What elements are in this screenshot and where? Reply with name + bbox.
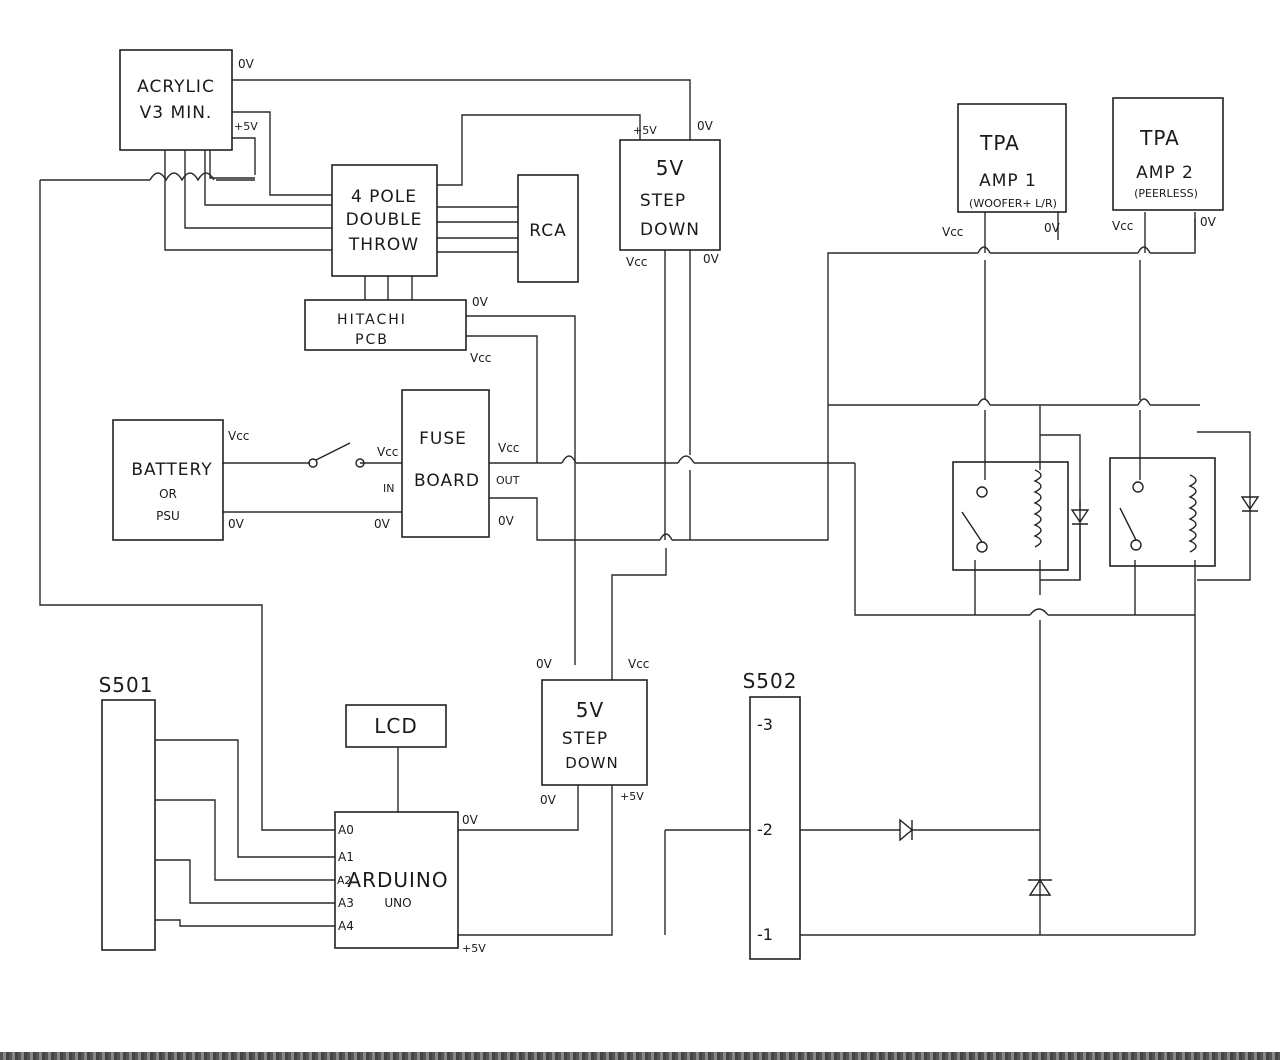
tpa1-label-3: (WOOFER+ L/R) (969, 197, 1057, 210)
battery-label-2: OR (159, 487, 177, 501)
relay-2 (1109, 457, 1260, 567)
step-down-bottom-label-3: DOWN (565, 754, 618, 772)
step-down-bottom-5v-label: +5V (620, 790, 644, 803)
four-pole-label-2: DOUBLE (346, 210, 423, 230)
tpa2-0v-label: 0V (1200, 215, 1217, 229)
step-down-bottom-0v-label: 0V (536, 657, 553, 671)
acrylic-0v-label: 0V (238, 57, 255, 71)
step-down-bottom-vcc-label: Vcc (628, 657, 649, 671)
s502-pin-1: -1 (757, 925, 773, 944)
arduino-pin-a0: A0 (338, 823, 354, 837)
power-switch (308, 442, 365, 468)
fuse-label-2: BOARD (414, 471, 480, 491)
battery-label-3: PSU (156, 509, 180, 523)
fuse-in-vcc-label: Vcc (377, 445, 398, 459)
hitachi-label-1: HITACHI (337, 312, 407, 328)
arduino-label-1: ARDUINO (347, 868, 448, 892)
fuse-out-label: OUT (496, 474, 520, 487)
step-down-bottom-label-2: STEP (562, 729, 608, 749)
tpa1-label-1: TPA (979, 131, 1020, 155)
acrylic-label-2: V3 MIN. (140, 103, 213, 123)
scan-edge (0, 1052, 1280, 1060)
hitachi-vcc-label: Vcc (470, 351, 491, 365)
step-down-top-0v-label: 0V (697, 119, 714, 133)
tpa2-label-3: (PEERLESS) (1134, 187, 1198, 200)
s502-pin-3: -3 (757, 715, 773, 734)
step-down-top-0v-label-2: 0V (703, 252, 720, 266)
arduino-pin-a2: A2 (337, 874, 352, 887)
wire-crossings (149, 172, 1151, 616)
fuse-board-block: FUSE BOARD (401, 389, 490, 538)
tpa2-label-2: AMP 2 (1136, 163, 1194, 183)
fuse-out-vcc-label: Vcc (498, 441, 519, 455)
s501-block: S501 (99, 673, 156, 951)
hitachi-0v-label: 0V (472, 295, 489, 309)
step-down-bottom-label-1: 5V (576, 698, 604, 722)
arduino-label-2: UNO (384, 896, 411, 910)
relay-1 (952, 461, 1090, 580)
arduino-pin-a1: A1 (338, 850, 354, 864)
acrylic-block: ACRYLIC V3 MIN. (119, 49, 233, 151)
battery-vcc-label: Vcc (228, 429, 249, 443)
step-down-top-block: 5V STEP DOWN (619, 139, 721, 251)
acrylic-label-1: ACRYLIC (137, 77, 215, 97)
four-pole-label-3: THROW (348, 235, 419, 255)
fuse-out-0v-label: 0V (498, 514, 515, 528)
fuse-label-1: FUSE (419, 429, 467, 449)
tpa1-vcc-label: Vcc (942, 225, 963, 239)
step-down-top-label-2: STEP (640, 191, 686, 211)
acrylic-5v-label: +5V (234, 120, 258, 133)
tpa2-vcc-label: Vcc (1112, 219, 1133, 233)
tpa1-0v-label: 0V (1044, 221, 1061, 235)
tpa-amp-1-block: TPA AMP 1 (WOOFER+ L/R) (957, 103, 1067, 213)
diode-horizontal (899, 818, 914, 842)
s501-label: S501 (99, 673, 154, 697)
s502-pin-2: -2 (757, 820, 773, 839)
tpa2-label-1: TPA (1139, 126, 1180, 150)
hitachi-label-2: PCB (355, 332, 389, 348)
diode-vertical (1028, 878, 1052, 896)
s502-block: S502 -3 -2 -1 (743, 669, 801, 960)
lcd-label: LCD (374, 714, 418, 738)
tpa1-label-2: AMP 1 (979, 171, 1037, 191)
fuse-in-label: IN (383, 482, 394, 495)
step-down-top-5v-label: +5V (633, 124, 657, 137)
rca-block: RCA (517, 174, 579, 283)
step-down-top-label-3: DOWN (640, 220, 700, 240)
s502-label: S502 (743, 669, 798, 693)
step-down-top-vcc-label: Vcc (626, 255, 647, 269)
arduino-block: ARDUINO UNO A0 A1 A2 A3 A4 (334, 811, 459, 949)
battery-label-1: BATTERY (131, 460, 212, 480)
battery-0v-label: 0V (228, 517, 245, 531)
arduino-pin-a3: A3 (338, 896, 354, 910)
step-down-top-label-1: 5V (656, 156, 684, 180)
rca-label: RCA (529, 221, 566, 241)
four-pole-label-1: 4 POLE (351, 187, 417, 207)
step-down-bottom-0v-label-2: 0V (540, 793, 557, 807)
fuse-in-0v-label: 0V (374, 517, 391, 531)
hitachi-pcb-block: HITACHI PCB (304, 299, 467, 351)
step-down-bottom-block: 5V STEP DOWN (541, 679, 648, 786)
four-pole-switch-block: 4 POLE DOUBLE THROW (331, 164, 438, 277)
lcd-block: LCD (345, 704, 447, 748)
tpa-amp-2-block: TPA AMP 2 (PEERLESS) (1112, 97, 1224, 211)
arduino-pin-a4: A4 (338, 919, 354, 933)
arduino-5v-label: +5V (462, 942, 486, 955)
battery-block: BATTERY OR PSU (112, 419, 224, 541)
arduino-0v-label: 0V (462, 813, 479, 827)
